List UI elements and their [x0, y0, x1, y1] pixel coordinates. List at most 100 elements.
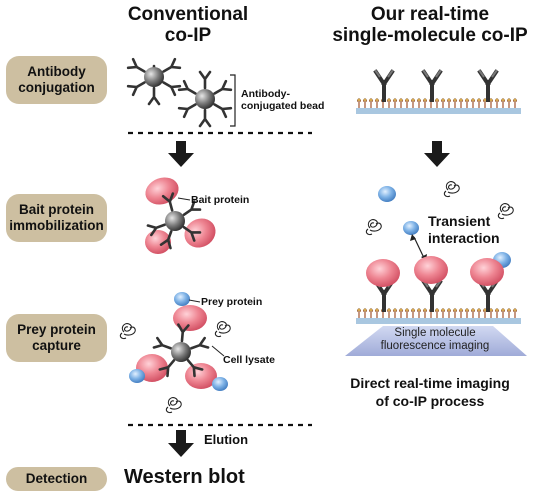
bead-label: Antibody- conjugated bead: [241, 88, 324, 112]
surface-linker: [356, 97, 362, 109]
surface-linker: [434, 308, 440, 319]
realtime-title-line2: single-molecule co-IP: [332, 25, 528, 46]
surface-linker: [368, 97, 374, 109]
arrow-down-icon: [168, 141, 194, 167]
surface-linker: [392, 308, 398, 319]
realtime-title: Our real-time single-molecule co-IP: [325, 4, 535, 46]
surface-linker: [440, 308, 446, 319]
bead-label-line1: Antibody-: [241, 88, 290, 100]
surface-linker: [512, 308, 518, 319]
prey-molecule: [403, 221, 419, 235]
surface-top: [356, 68, 521, 114]
surface-linker: [476, 308, 482, 319]
surface-linker: [356, 308, 362, 319]
imaging-label: Single molecule fluorescence imaging: [360, 327, 510, 353]
surface-linker: [452, 97, 458, 109]
transient-line1: Transient: [428, 213, 491, 229]
western-blot-label: Western blot: [124, 466, 245, 488]
arrow-down-icon: [168, 430, 194, 457]
surface-linker: [368, 308, 374, 319]
surface-linker: [500, 97, 506, 109]
surface-linker: [470, 308, 476, 319]
prey-molecule: [378, 186, 396, 202]
prey-protein-label: Prey protein: [201, 296, 263, 308]
lysate-icon: [443, 181, 460, 198]
bait-bead-complex: [145, 177, 216, 254]
lysate-icon: [214, 321, 231, 338]
lysate-icon: [497, 203, 514, 220]
conventional-title-line1: Conventional: [127, 4, 249, 25]
surface-linker: [410, 308, 416, 319]
surface-linker: [440, 97, 446, 109]
direct-line2: of co-IP process: [375, 393, 485, 409]
lysate-icon: [365, 219, 382, 236]
surface-linker: [398, 308, 404, 319]
surface-linker: [416, 308, 422, 319]
surface-linker: [506, 308, 512, 319]
surface-linker: [494, 97, 500, 109]
conventional-title: Conventional co-IP: [118, 4, 258, 46]
surface-linker: [506, 97, 512, 109]
step-detection: Detection: [6, 467, 107, 491]
imaging-line1: Single molecule: [394, 327, 476, 339]
surface-linker: [464, 308, 470, 319]
prey-pointer: [188, 299, 201, 303]
lysate-icon: [119, 323, 136, 340]
lysate-pointer: [211, 345, 225, 357]
surface-bottom: [356, 256, 521, 324]
surface-linker: [386, 308, 392, 319]
conventional-title-line2: co-IP: [164, 25, 212, 46]
step-bait-line1: Bait protein: [18, 202, 94, 217]
surface-linker: [362, 97, 368, 109]
surface-linker: [446, 97, 452, 109]
surface-linker: [404, 308, 410, 319]
step-prey-line2: capture: [32, 338, 81, 353]
fluorescence-light-cone: [345, 326, 527, 356]
step-antibody-line2: conjugation: [18, 80, 95, 95]
surface-linker: [464, 97, 470, 109]
bead-bracket: [230, 74, 236, 127]
antibody-bead-1: [126, 57, 182, 106]
transient-line2: interaction: [428, 230, 500, 246]
surface-linker: [512, 97, 518, 109]
direct-imaging-label: Direct real-time imaging of co-IP proces…: [325, 374, 535, 410]
antibody-bead-2: [177, 70, 233, 128]
surface-linker: [410, 97, 416, 109]
transient-interaction-label: Transient interaction: [428, 213, 500, 247]
step-prey-line1: Prey protein: [17, 322, 96, 337]
direct-line1: Direct real-time imaging: [350, 375, 510, 391]
surface-linker: [398, 97, 404, 109]
step-antibody-line1: Antibody: [27, 64, 86, 79]
surface-linker: [458, 308, 464, 319]
realtime-title-line1: Our real-time: [370, 4, 490, 25]
prey-bead-complex: [129, 292, 228, 391]
surface-linker: [452, 308, 458, 319]
surface-linker: [434, 97, 440, 109]
step-bait-line2: immobilization: [9, 218, 104, 233]
bait-pointer: [177, 197, 191, 201]
surface-linker: [362, 308, 368, 319]
arrow-down-icon: [424, 141, 450, 167]
bait-protein-label: Bait protein: [191, 194, 250, 206]
imaging-line2: fluorescence imaging: [380, 340, 490, 352]
surface-linker: [422, 97, 428, 109]
surface-linker: [416, 97, 422, 109]
step-detection-label: Detection: [25, 471, 88, 486]
surface-linker: [494, 308, 500, 319]
cell-lysate-label: Cell lysate: [223, 354, 275, 366]
surface-linker: [404, 97, 410, 109]
surface-linker: [470, 97, 476, 109]
surface-linker: [374, 97, 380, 109]
surface-linker: [386, 97, 392, 109]
surface-linker: [500, 308, 506, 319]
surface-linker: [476, 97, 482, 109]
surface-linker: [374, 308, 380, 319]
elution-label: Elution: [204, 432, 249, 447]
surface-linker: [446, 308, 452, 319]
surface-linker: [422, 308, 428, 319]
surface-linker: [392, 97, 398, 109]
